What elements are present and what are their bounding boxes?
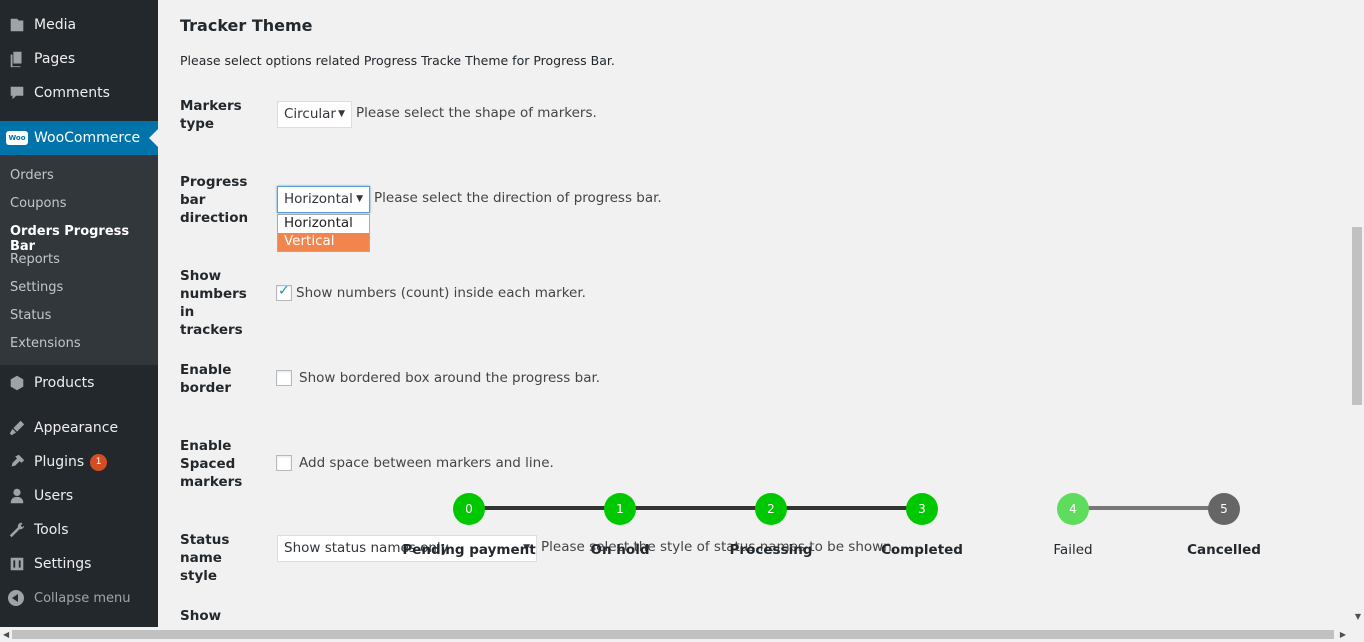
direction-label: Progress bar direction: [180, 174, 249, 226]
submenu-item-orders-progress-bar[interactable]: Orders Progress Bar: [10, 224, 130, 254]
show-numbers-help: Show numbers (count) inside each marker.: [296, 285, 586, 301]
progress-marker: 5: [1208, 493, 1240, 525]
media-icon: [7, 15, 27, 35]
plugins-icon: [7, 452, 27, 472]
sidebar-item-label: Plugins: [34, 454, 85, 470]
products-icon: [7, 373, 27, 393]
sidebar-item-label: Media: [34, 17, 77, 33]
progress-marker: 0: [453, 493, 485, 525]
pages-icon: [7, 49, 27, 69]
status-style-select[interactable]: Show status names only ▼: [277, 535, 537, 562]
progress-line-complete: [469, 506, 923, 510]
section-title: Tracker Theme: [180, 16, 313, 35]
markers-type-value: Circular: [284, 106, 336, 122]
markers-type-label: Markers type: [180, 98, 242, 132]
enable-spaced-help: Add space between markers and line.: [299, 455, 554, 471]
section-description: Please select options related Progress T…: [180, 53, 615, 68]
markers-type-select[interactable]: Circular ▼: [277, 101, 352, 128]
sidebar-item-label: Settings: [34, 556, 92, 572]
sidebar-item-settings[interactable]: Settings: [0, 547, 158, 581]
enable-border-checkbox[interactable]: [276, 370, 292, 386]
scroll-right-arrow-icon[interactable]: ▶: [1339, 630, 1346, 639]
users-icon: [7, 486, 27, 506]
dropdown-option-horizontal[interactable]: Horizontal: [284, 215, 353, 231]
enable-spaced-checkbox[interactable]: [276, 455, 292, 471]
progress-marker: 1: [604, 493, 636, 525]
progress-marker: 4: [1057, 493, 1089, 525]
submenu-item-extensions[interactable]: Extensions: [10, 336, 81, 351]
comments-icon: [7, 83, 27, 103]
submenu-item-reports[interactable]: Reports: [10, 252, 60, 267]
chevron-down-icon: ▼: [338, 109, 345, 119]
sidebar-item-plugins[interactable]: Plugins 1: [0, 445, 158, 479]
chevron-down-icon: ▼: [356, 194, 363, 204]
sidebar-item-pages[interactable]: Pages: [0, 42, 158, 76]
sidebar-item-label: WooCommerce: [34, 130, 141, 146]
woocommerce-submenu: Orders Coupons Orders Progress Bar Repor…: [0, 155, 158, 365]
vertical-scrollbar[interactable]: ▼: [1350, 0, 1364, 627]
collapse-icon: [8, 590, 24, 606]
progress-status-name: Failed: [1053, 542, 1093, 558]
markers-type-help: Please select the shape of markers.: [356, 105, 597, 121]
sidebar-item-appearance[interactable]: Appearance: [0, 411, 158, 445]
horizontal-scrollbar[interactable]: ◀ ▶: [0, 627, 1364, 642]
tools-icon: [7, 520, 27, 540]
sidebar-item-comments[interactable]: Comments: [0, 76, 158, 110]
direction-dropdown: Horizontal Vertical: [277, 214, 370, 252]
appearance-icon: [7, 418, 27, 438]
progress-marker: 2: [755, 493, 787, 525]
sidebar-item-media[interactable]: Media: [0, 8, 158, 42]
submenu-item-status[interactable]: Status: [10, 308, 52, 323]
sidebar-item-label: Users: [34, 488, 74, 504]
enable-spaced-label: Enable Spaced markers: [180, 438, 243, 490]
show-numbers-checkbox[interactable]: ✓: [276, 283, 292, 301]
direction-select[interactable]: Horizontal ▼: [277, 186, 370, 213]
status-style-help: Please select the style of status names …: [541, 539, 897, 555]
sidebar-item-tools[interactable]: Tools: [0, 513, 158, 547]
submenu-item-orders[interactable]: Orders: [10, 168, 54, 183]
submenu-item-settings[interactable]: Settings: [10, 280, 64, 295]
settings-icon: [7, 554, 27, 574]
submenu-item-coupons[interactable]: Coupons: [10, 196, 67, 211]
direction-help: Please select the direction of progress …: [374, 190, 662, 206]
sidebar-item-woocommerce[interactable]: Woo WooCommerce: [0, 121, 158, 155]
progress-line-remaining: [1073, 506, 1224, 510]
enable-border-help: Show bordered box around the progress ba…: [299, 370, 601, 386]
status-style-label: Status name style: [180, 532, 230, 584]
sidebar-item-label: Comments: [34, 85, 110, 101]
main-content: Tracker Theme Please select options rela…: [158, 0, 1350, 627]
show-numbers-label: Show numbers in trackers: [180, 268, 247, 338]
dropdown-option-vertical[interactable]: Vertical: [278, 233, 369, 251]
progress-status-name: Cancelled: [1187, 542, 1261, 558]
chevron-down-icon: ▼: [523, 543, 530, 553]
sidebar-item-label: Pages: [34, 51, 76, 67]
direction-value: Horizontal: [284, 191, 353, 207]
progress-marker: 3: [906, 493, 938, 525]
sidebar-item-users[interactable]: Users: [0, 479, 158, 513]
admin-sidebar: Media Pages Comments Woo WooCommerce Ord…: [0, 0, 158, 627]
status-style-value: Show status names only: [284, 540, 449, 556]
woocommerce-icon: Woo: [6, 128, 28, 148]
collapse-menu-button[interactable]: Collapse menu: [0, 581, 158, 615]
next-field-label: Show: [180, 608, 222, 624]
sidebar-item-products[interactable]: Products: [0, 366, 158, 400]
scroll-left-arrow-icon[interactable]: ◀: [3, 630, 10, 639]
active-indicator: [149, 129, 158, 147]
checkmark-icon: ✓: [278, 283, 290, 299]
sidebar-item-label: Tools: [34, 522, 69, 538]
sidebar-item-label: Products: [34, 375, 95, 391]
enable-border-label: Enable border: [180, 362, 232, 396]
sidebar-item-label: Appearance: [34, 420, 119, 436]
horizontal-scroll-thumb[interactable]: [12, 630, 1334, 639]
scroll-down-arrow-icon[interactable]: ▼: [1354, 612, 1361, 621]
collapse-menu-label: Collapse menu: [34, 590, 131, 606]
vertical-scroll-thumb[interactable]: [1352, 227, 1362, 405]
update-count-badge: 1: [90, 453, 108, 471]
